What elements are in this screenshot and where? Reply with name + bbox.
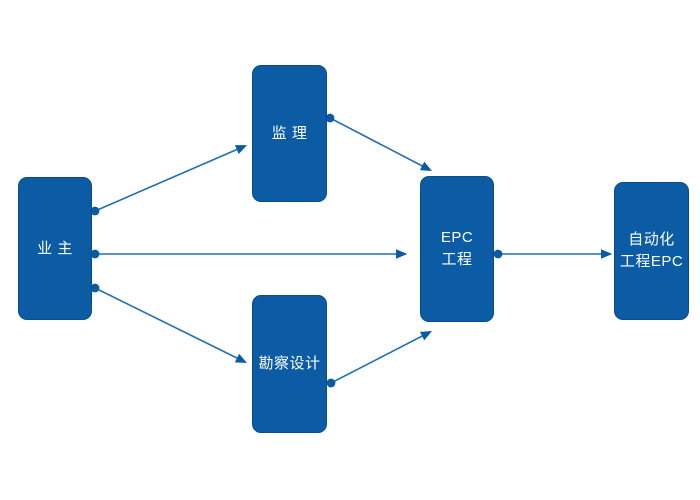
- connector-design-to-epc: [330, 330, 432, 384]
- node-label-owner: 业 主: [37, 239, 73, 257]
- connector-dot-owner-to-epc: [90, 249, 100, 259]
- connector-dot-supervisor-to-epc: [325, 113, 335, 123]
- connector-owner-to-supervisor: [94, 145, 248, 212]
- node-design[interactable]: 勘察设计: [252, 295, 327, 433]
- connector-dot-owner-to-supervisor: [90, 206, 100, 216]
- node-label-design: 勘察设计: [258, 355, 321, 373]
- connectors-group: [90, 113, 613, 388]
- node-label-epc: EPC 工程: [440, 229, 474, 268]
- node-epc[interactable]: EPC 工程: [420, 176, 494, 322]
- connector-supervisor-to-epc: [329, 117, 432, 172]
- connector-owner-to-design: [94, 287, 248, 363]
- connector-dot-owner-to-design: [90, 283, 100, 293]
- connector-dot-design-to-epc: [326, 378, 336, 388]
- node-label-supervisor: 监 理: [271, 124, 308, 142]
- node-auto[interactable]: 自动化 工程EPC: [614, 182, 689, 320]
- node-owner[interactable]: 业 主: [18, 177, 92, 320]
- node-label-auto: 自动化 工程EPC: [619, 231, 684, 270]
- node-supervisor[interactable]: 监 理: [252, 65, 327, 202]
- connector-dot-epc-to-auto: [493, 249, 503, 259]
